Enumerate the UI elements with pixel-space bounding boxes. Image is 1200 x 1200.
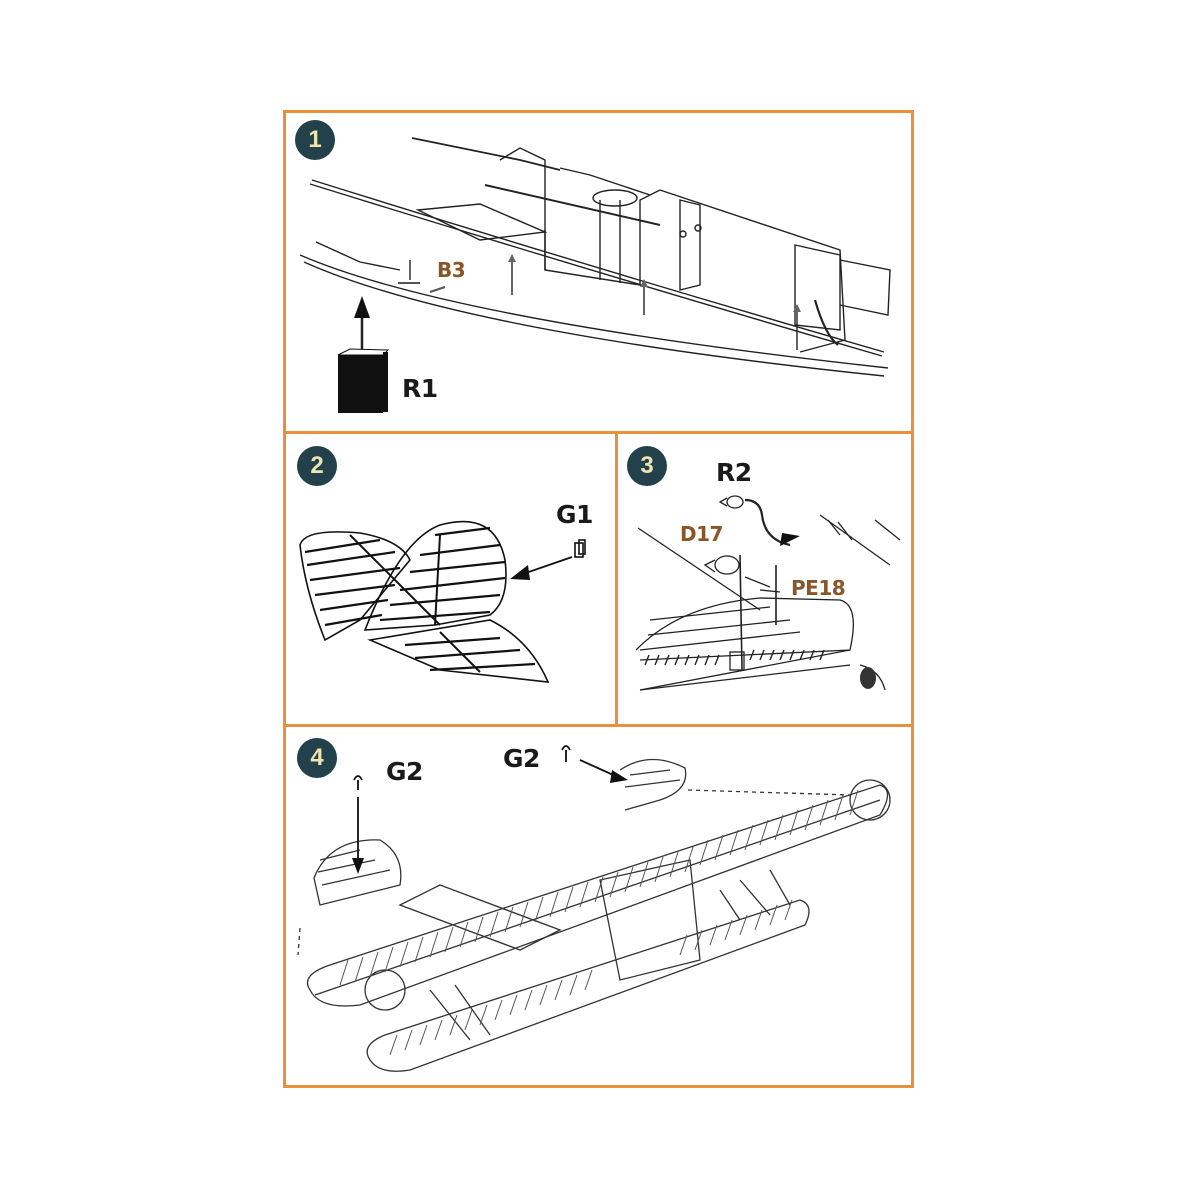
r1-resin-block bbox=[337, 348, 390, 413]
part-label-r1: R1 bbox=[402, 374, 438, 403]
part-label-g1: G1 bbox=[556, 500, 593, 529]
divider-step2-step3 bbox=[615, 431, 618, 727]
step-4-badge: 4 bbox=[297, 738, 337, 778]
part-label-d17: D17 bbox=[680, 522, 723, 546]
divider-step23-bottom bbox=[283, 724, 914, 727]
divider-step1-bottom bbox=[283, 431, 914, 434]
part-label-g2-left: G2 bbox=[386, 757, 423, 786]
part-label-pe18: PE18 bbox=[791, 576, 846, 600]
step-2-badge: 2 bbox=[297, 446, 337, 486]
part-label-b3: B3 bbox=[437, 258, 466, 282]
part-label-r2: R2 bbox=[716, 458, 752, 487]
step-3-badge: 3 bbox=[627, 446, 667, 486]
part-label-g2-right: G2 bbox=[503, 744, 540, 773]
step-1-badge: 1 bbox=[295, 120, 335, 160]
